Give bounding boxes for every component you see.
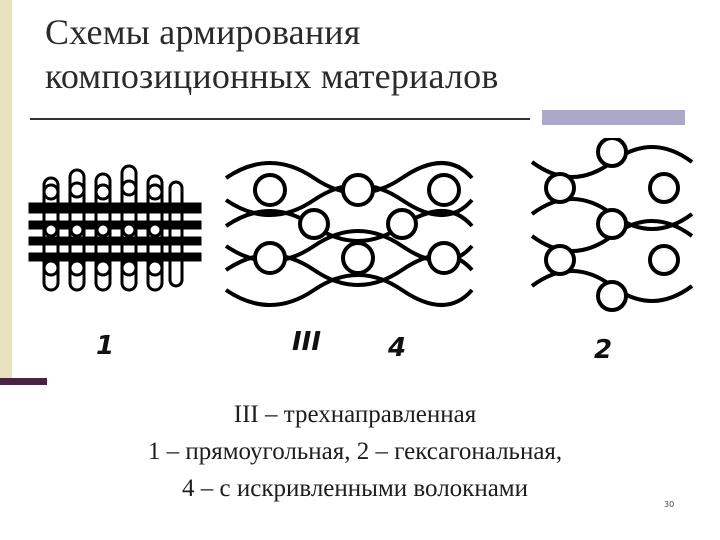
left-decor-bar: [0, 0, 12, 385]
label-scheme-3: III: [292, 327, 321, 357]
title-accent-block: [542, 110, 685, 125]
scheme-1-rectangular: [28, 164, 202, 292]
reinforcement-schemes-figure: 1 III 4 2: [12, 138, 708, 366]
caption-line-2: 1 – прямоугольная, 2 – гексагональная,: [147, 438, 563, 465]
reinforcement-schemes-drawing: 1 III 4 2: [28, 138, 694, 365]
caption-line-3: 4 – с искривленными волокнами: [182, 475, 528, 502]
slide-title: Схемы армирования композиционных материа…: [45, 10, 499, 98]
slide-title-line-1: Схемы армирования: [45, 12, 361, 52]
left-decor-accent: [0, 378, 47, 385]
caption-line-1: III – трехнаправленная: [233, 401, 477, 428]
label-scheme-1: 1: [96, 331, 114, 361]
figure-caption: III – трехнаправленная 1 – прямоугольная…: [40, 396, 670, 507]
slide-title-line-2: композиционных материалов: [45, 56, 499, 96]
scheme-2-hexagonal: [530, 138, 694, 312]
label-scheme-4: 4: [387, 333, 406, 363]
label-scheme-2: 2: [594, 335, 612, 365]
scheme-3-three-directional: [224, 161, 474, 307]
slide-number: 30: [664, 500, 675, 509]
title-underline: [30, 118, 530, 120]
